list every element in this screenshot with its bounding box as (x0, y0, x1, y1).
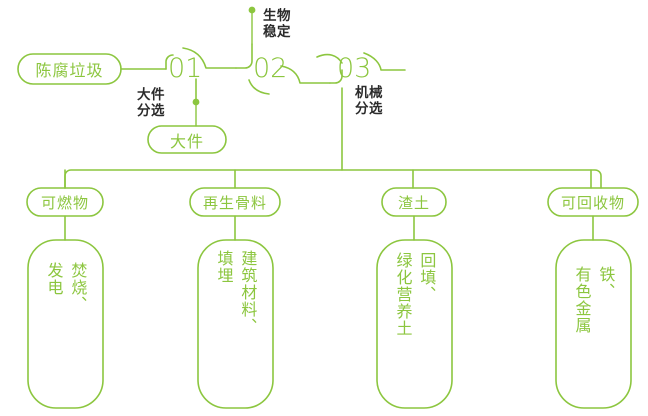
stage-02-process-line-2: 稳定 (263, 24, 291, 40)
category-label-2: 再生骨料 (202, 193, 267, 212)
stage-number-01: 01 (168, 53, 203, 84)
detail-text-3-col-1: 回填、 (417, 252, 437, 303)
detail-box-1-shape (27, 239, 104, 409)
detail-box-4-shape (555, 239, 632, 409)
detail-text-2-col-1: 建筑材料、 (238, 250, 258, 335)
detail-text-3: 回填、 绿化营养土 (377, 252, 452, 402)
detail-box-3-shape (376, 239, 453, 409)
detail-text-3-col-2: 绿化营养土 (393, 252, 413, 337)
bio-connector-dot (248, 6, 256, 14)
detail-text-4-col-1: 铁、 (596, 266, 616, 300)
category-label-1: 可燃物 (40, 193, 89, 212)
detail-text-4-col-2: 有色金属 (572, 266, 592, 334)
bulky-output-label: 大件 (169, 131, 204, 151)
stage-02-process-line-1: 生物 (263, 8, 291, 24)
detail-text-2-col-2: 填埋 (214, 250, 234, 284)
stage-01-process-line-1: 大件 (137, 87, 165, 103)
stage-01-arc (182, 47, 237, 69)
stage-02-right-arc (280, 65, 331, 84)
detail-text-2: 建筑材料、 填埋 (198, 250, 273, 400)
category-label-4: 可回收物 (560, 193, 625, 212)
distribution-bus (64, 169, 602, 189)
stage-03-left-tail (329, 69, 343, 84)
category-label-3: 渣土 (397, 193, 430, 212)
stage-01-left-tail (165, 54, 174, 70)
stage-01-process-label: 大件 分选 (137, 87, 189, 119)
stage-03-top-arc (316, 53, 343, 64)
stage-03-right-arc (363, 52, 406, 71)
detail-text-1-col-2: 发电 (44, 262, 64, 296)
detail-text-4: 铁、 有色金属 (556, 266, 631, 406)
detail-text-1: 焚烧、 发电 (28, 262, 103, 392)
bulky-connector-dot (192, 98, 200, 106)
stage-03-process-line-1: 机械 (355, 85, 383, 101)
detail-box-2-shape (197, 239, 274, 409)
stage-02-bottom-arc (248, 79, 270, 95)
bulky-output-shape (147, 125, 227, 154)
source-node-label: 陈腐垃圾 (35, 61, 104, 80)
stage-02-process-label: 生物 稳定 (263, 8, 315, 40)
stage-03-process-line-2: 分选 (355, 101, 383, 117)
stage-02-left-arc (235, 43, 253, 69)
stage-number-03: 03 (337, 53, 372, 84)
stage-number-02: 02 (253, 53, 288, 84)
stage-03-process-label: 机械 分选 (355, 85, 407, 117)
detail-text-1-col-1: 焚烧、 (68, 262, 88, 313)
stage-01-process-line-2: 分选 (137, 103, 165, 119)
